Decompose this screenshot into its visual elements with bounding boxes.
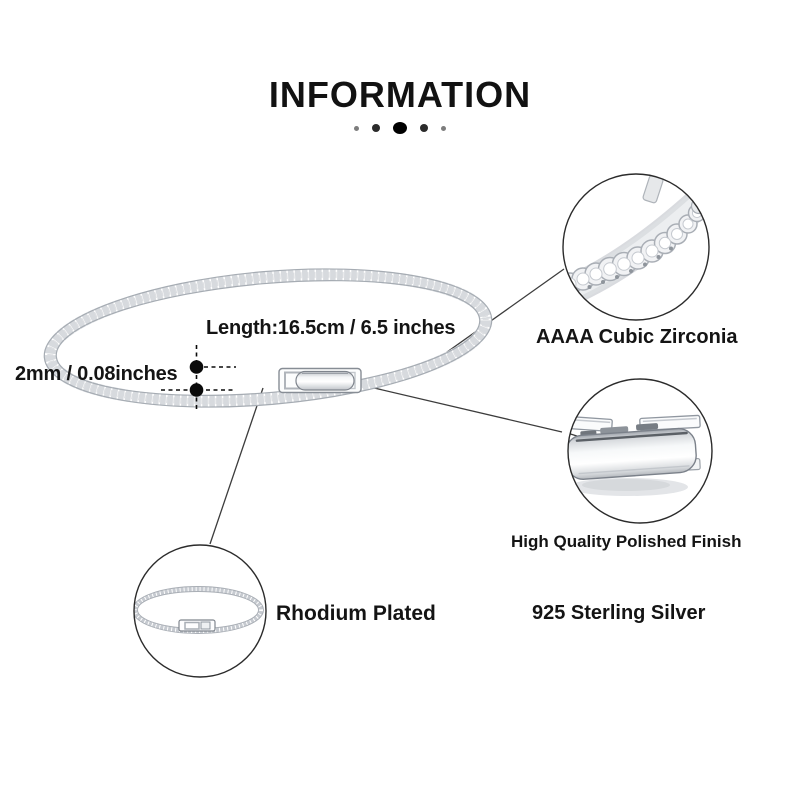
measure-dot-top xyxy=(189,360,204,374)
callout-plating-label: Rhodium Plated xyxy=(276,602,436,625)
detail-circle-stones xyxy=(562,173,710,321)
bracelet-illustration xyxy=(43,268,493,408)
clasp-mechanism-detail xyxy=(568,423,697,480)
leader-line-finish xyxy=(356,383,563,433)
decorative-dot-icon xyxy=(441,125,446,131)
leader-line-plating xyxy=(209,387,264,545)
length-measurement-label: Length:16.5cm / 6.5 inches xyxy=(206,317,456,339)
callout-material-label: 925 Sterling Silver xyxy=(532,602,706,624)
width-measurement-label: 2mm / 0.08inches xyxy=(15,363,178,385)
decorative-dot-icon xyxy=(420,124,428,132)
callout-finish-label: High Quality Polished Finish xyxy=(511,532,742,551)
detail-circle-plating xyxy=(133,544,267,678)
mini-bracelet-clasp xyxy=(178,619,216,632)
callout-stones-label: AAAA Cubic Zirconia xyxy=(536,326,738,348)
bracelet-clasp xyxy=(278,367,362,394)
decorative-dot-icon xyxy=(372,124,380,132)
width-measurement-marker xyxy=(161,345,236,412)
detail-circle-finish xyxy=(567,378,713,524)
title-separator-dots xyxy=(0,119,800,137)
leader-line-stones xyxy=(432,268,565,363)
leader-lines xyxy=(209,268,565,545)
measure-dot-bottom xyxy=(189,383,204,397)
decorative-dot-icon xyxy=(354,125,359,131)
page-title: INFORMATION xyxy=(268,74,532,115)
decorative-dot-icon xyxy=(393,122,407,134)
